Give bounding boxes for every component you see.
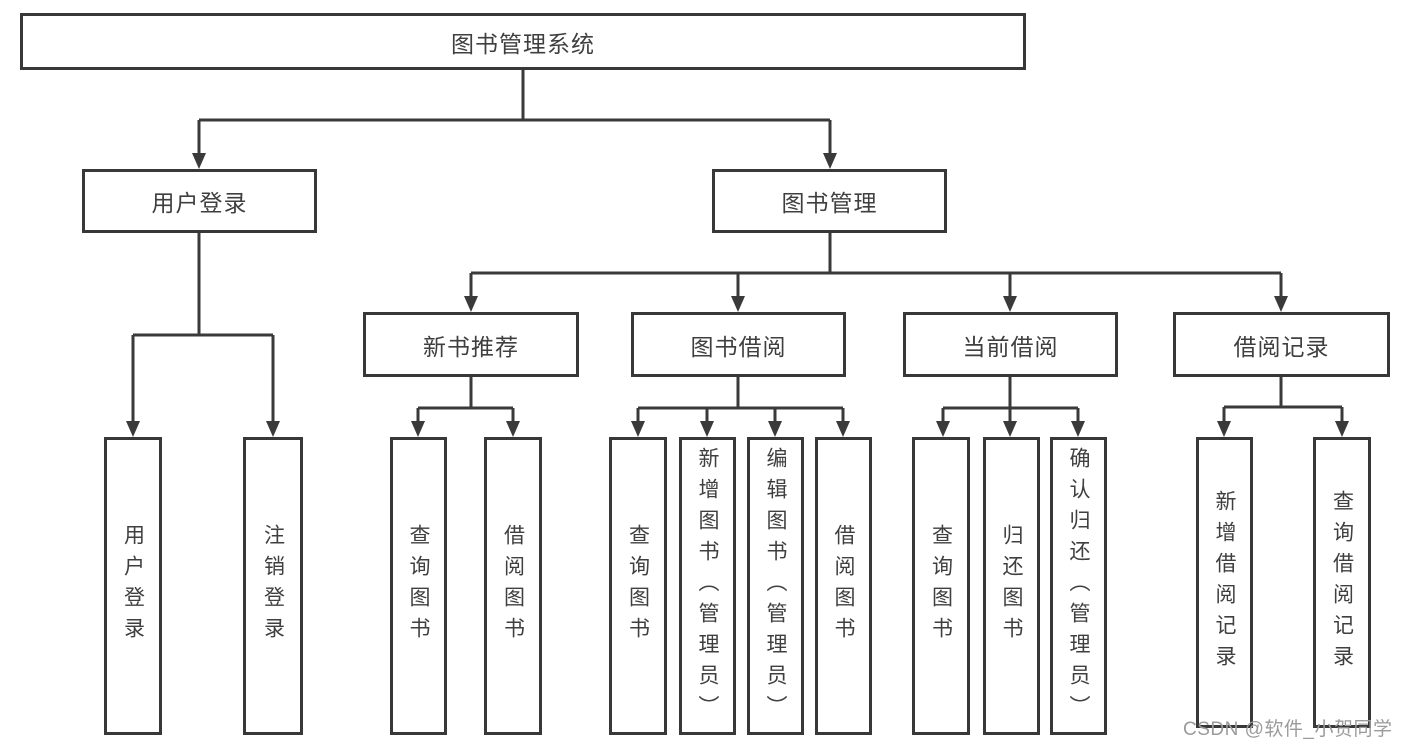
- node-label: 新书推荐: [423, 333, 519, 360]
- node-current-borrowing: 当前借阅: [903, 312, 1118, 377]
- node-label: 借阅图书: [832, 524, 855, 648]
- node-label: 用户登录: [121, 524, 145, 648]
- node-label: 注销登录: [261, 524, 285, 648]
- csdn-watermark: CSDN @软件_小贺同学: [1183, 719, 1393, 740]
- leaf-query-books-borrowing: 查询图书: [609, 437, 667, 735]
- node-label: 新增借阅记录: [1213, 489, 1236, 676]
- node-label: 借阅图书: [501, 524, 525, 648]
- leaf-borrow-books: 借阅图书: [815, 437, 872, 735]
- leaf-query-books-current: 查询图书: [912, 437, 970, 735]
- node-label: 查询图书: [626, 524, 650, 648]
- leaf-edit-book-admin: 编辑图书（管理员）: [747, 437, 804, 735]
- node-label: 新增图书（管理员）: [696, 446, 719, 726]
- leaf-confirm-return-admin: 确认归还（管理员）: [1050, 437, 1107, 735]
- leaf-user-login: 用户登录: [104, 437, 162, 735]
- leaf-add-borrow-record: 新增借阅记录: [1196, 437, 1253, 728]
- node-user-login: 用户登录: [82, 169, 317, 233]
- node-book-borrowing: 图书借阅: [631, 312, 846, 377]
- leaf-query-books-recommend: 查询图书: [390, 437, 447, 735]
- leaf-return-books: 归还图书: [983, 437, 1040, 735]
- node-label: 归还图书: [1000, 524, 1023, 648]
- node-label: 查询图书: [929, 524, 953, 648]
- node-label: 查询借阅记录: [1330, 489, 1354, 676]
- node-label: 确认归还（管理员）: [1067, 446, 1090, 726]
- node-label: 图书借阅: [690, 333, 787, 360]
- node-borrowing-records: 借阅记录: [1173, 312, 1390, 377]
- node-label: 借阅记录: [1233, 333, 1330, 360]
- node-label: 图书管理系统: [451, 30, 595, 57]
- node-new-book-recommendation: 新书推荐: [363, 312, 579, 377]
- leaf-borrow-books-recommend: 借阅图书: [484, 437, 542, 735]
- node-label: 当前借阅: [962, 333, 1059, 360]
- node-label: 查询图书: [407, 524, 430, 648]
- leaf-logout: 注销登录: [243, 437, 303, 735]
- node-label: 用户登录: [151, 190, 248, 216]
- node-book-management: 图书管理: [712, 169, 947, 233]
- leaf-add-book-admin: 新增图书（管理员）: [679, 437, 736, 735]
- leaf-query-borrow-record: 查询借阅记录: [1313, 437, 1371, 728]
- node-label: 编辑图书（管理员）: [764, 446, 787, 726]
- node-label: 图书管理: [781, 190, 878, 216]
- node-root-system: 图书管理系统: [20, 13, 1026, 70]
